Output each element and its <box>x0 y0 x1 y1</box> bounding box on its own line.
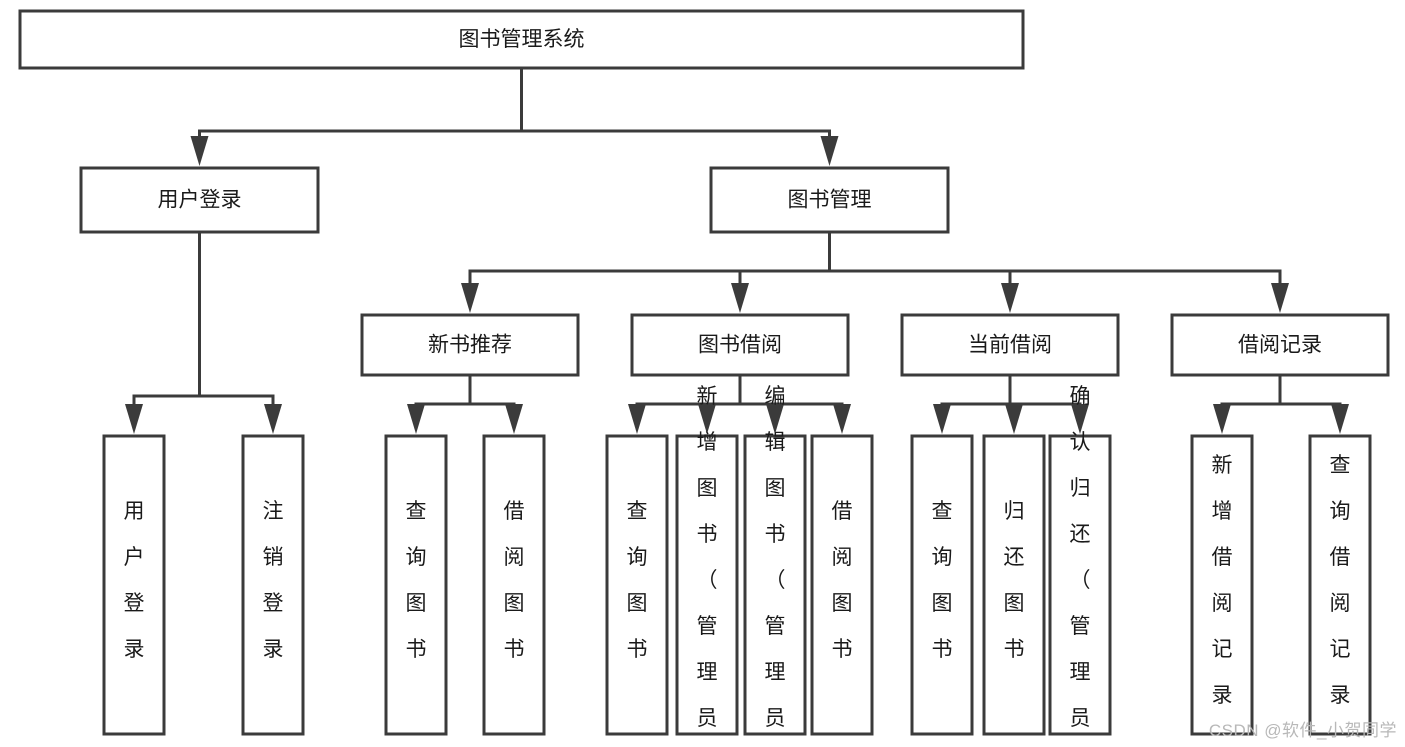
arrow-head-icon <box>125 404 143 434</box>
arrow-head-icon <box>933 404 951 434</box>
node-level2[interactable]: 图书借阅 <box>630 313 850 377</box>
node-label: 用户登录 <box>158 189 242 212</box>
node-label: 确认归还（管理员） <box>1070 385 1091 747</box>
arrow-head-icon <box>698 404 716 434</box>
node-leaf[interactable]: 查询借阅记录 <box>1308 434 1372 736</box>
node-leaf[interactable]: 归还图书 <box>982 434 1046 736</box>
node-label: 新增图书（管理员） <box>697 385 718 747</box>
node-leaf[interactable]: 借阅图书 <box>482 434 546 736</box>
node-layer: 图书管理系统用户登录图书管理新书推荐图书借阅当前借阅借阅记录用户登录注销登录查询… <box>18 9 1390 747</box>
node-leaf[interactable]: 新增图书（管理员） <box>675 385 739 747</box>
node-leaf[interactable]: 查询图书 <box>384 434 448 736</box>
node-label: 归还图书 <box>1004 500 1025 661</box>
node-label: 图书借阅 <box>698 334 782 357</box>
node-label: 注销登录 <box>263 500 284 661</box>
arrow-head-icon <box>1331 404 1349 434</box>
node-label: 借阅图书 <box>832 500 853 661</box>
arrow-head-icon <box>264 404 282 434</box>
arrow-head-icon <box>1001 283 1019 313</box>
node-label: 新书推荐 <box>428 334 512 357</box>
node-leaf[interactable]: 借阅图书 <box>810 434 874 736</box>
node-label: 借阅图书 <box>504 500 525 661</box>
arrow-head-icon <box>1271 283 1289 313</box>
node-label: 用户登录 <box>124 500 145 661</box>
node-label: 查询图书 <box>627 500 648 661</box>
node-label: 图书管理 <box>788 189 872 212</box>
arrow-head-icon <box>1071 404 1089 434</box>
connector-layer <box>125 66 1349 434</box>
node-root[interactable]: 图书管理系统 <box>18 9 1025 70</box>
node-label: 当前借阅 <box>968 334 1052 357</box>
arrow-head-icon <box>190 136 209 166</box>
arrow-head-icon <box>1005 404 1023 434</box>
node-level2[interactable]: 借阅记录 <box>1170 313 1390 377</box>
arrow-head-icon <box>766 404 784 434</box>
node-level1[interactable]: 用户登录 <box>79 166 320 234</box>
node-leaf[interactable]: 查询图书 <box>910 434 974 736</box>
node-label: 查询借阅记录 <box>1330 454 1351 707</box>
node-label: 新增借阅记录 <box>1212 454 1233 707</box>
arrow-head-icon <box>833 404 851 434</box>
node-label: 查询图书 <box>932 500 953 661</box>
arrow-head-icon <box>820 136 839 166</box>
node-label: 图书管理系统 <box>459 28 585 51</box>
node-leaf[interactable]: 用户登录 <box>102 434 166 736</box>
arrow-head-icon <box>731 283 749 313</box>
node-leaf[interactable]: 新增借阅记录 <box>1190 434 1254 736</box>
node-level2[interactable]: 新书推荐 <box>360 313 580 377</box>
node-leaf[interactable]: 查询图书 <box>605 434 669 736</box>
node-label: 查询图书 <box>406 500 427 661</box>
node-leaf[interactable]: 编辑图书（管理员） <box>743 385 807 747</box>
arrow-head-icon <box>461 283 479 313</box>
arrow-head-icon <box>505 404 523 434</box>
node-label: 编辑图书（管理员） <box>765 385 786 747</box>
arrow-head-icon <box>407 404 425 434</box>
node-leaf[interactable]: 注销登录 <box>241 434 305 736</box>
node-label: 借阅记录 <box>1238 334 1322 357</box>
node-level1[interactable]: 图书管理 <box>709 166 950 234</box>
arrow-head-icon <box>1213 404 1231 434</box>
arrow-head-icon <box>628 404 646 434</box>
node-leaf[interactable]: 确认归还（管理员） <box>1048 385 1112 747</box>
node-level2[interactable]: 当前借阅 <box>900 313 1120 377</box>
